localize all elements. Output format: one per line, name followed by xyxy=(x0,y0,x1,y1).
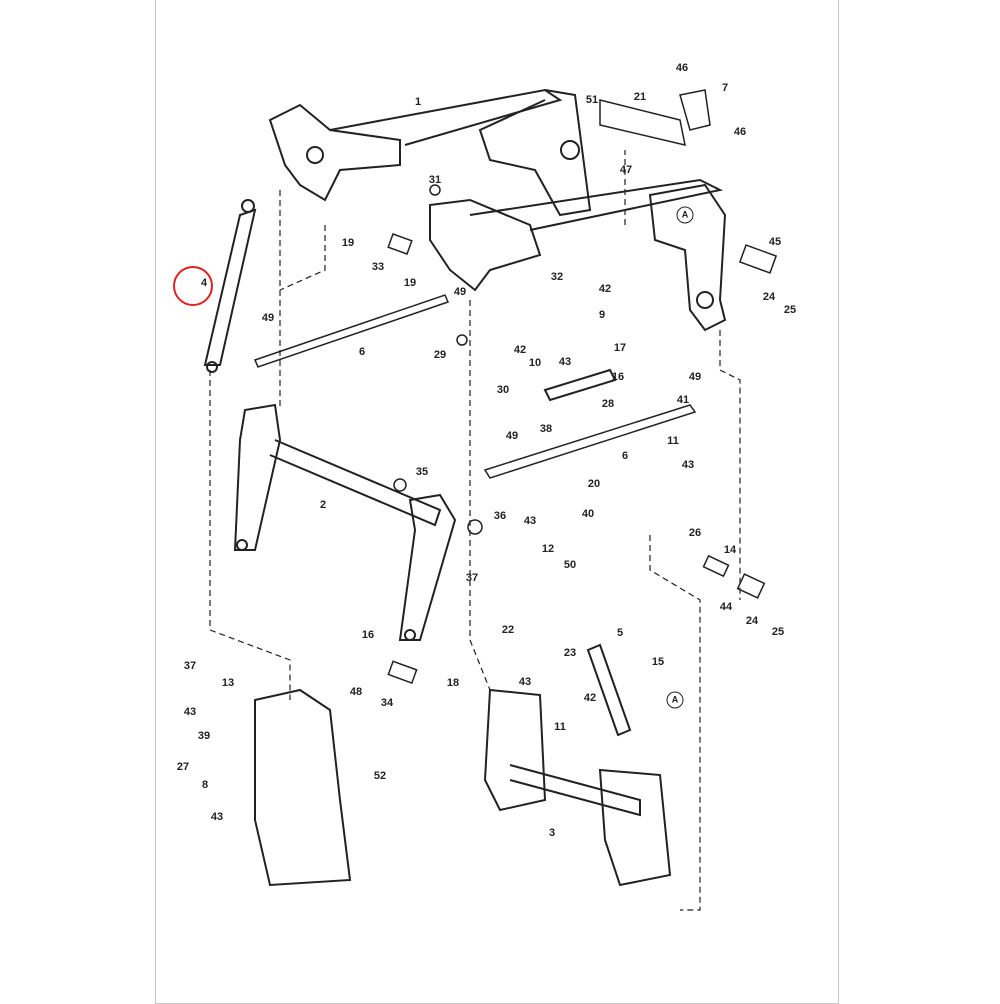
callout-part-41: 41 xyxy=(676,394,690,406)
dashed-assembly-lines xyxy=(209,150,741,911)
callout-part-13: 13 xyxy=(221,677,235,689)
callout-part-4: 4 xyxy=(200,277,208,289)
callout-part-32: 32 xyxy=(550,271,564,283)
callout-part-38: 38 xyxy=(539,423,553,435)
callout-part-43: 43 xyxy=(183,706,197,718)
reference-marker-A: A xyxy=(666,691,684,709)
callout-part-27: 27 xyxy=(176,761,190,773)
callout-part-46: 46 xyxy=(733,126,747,138)
callout-part-37: 37 xyxy=(183,660,197,672)
callout-part-34: 34 xyxy=(380,697,394,709)
callout-part-35: 35 xyxy=(415,466,429,478)
upper-lift-arm-frame xyxy=(268,88,727,332)
callout-part-16: 16 xyxy=(361,629,375,641)
callout-part-11: 11 xyxy=(554,721,566,733)
callout-part-20: 20 xyxy=(587,478,601,490)
callout-part-16: 16 xyxy=(611,371,625,383)
callout-part-5: 5 xyxy=(616,627,624,639)
callout-part-42: 42 xyxy=(598,283,612,295)
callout-part-29: 29 xyxy=(433,349,447,361)
reference-marker-A: A xyxy=(676,206,694,224)
callout-part-43: 43 xyxy=(681,459,695,471)
callout-part-10: 10 xyxy=(528,357,542,369)
callout-part-17: 17 xyxy=(613,342,627,354)
callout-part-6: 6 xyxy=(621,450,629,462)
callout-part-49: 49 xyxy=(261,312,275,324)
lift-cylinder xyxy=(203,199,257,373)
callout-part-48: 48 xyxy=(349,686,363,698)
callout-part-28: 28 xyxy=(601,398,615,410)
callout-part-49: 49 xyxy=(453,286,467,298)
highlight-circle-part-4 xyxy=(173,266,213,306)
callout-part-19: 19 xyxy=(403,277,417,289)
callout-part-3: 3 xyxy=(548,827,556,839)
callout-part-15: 15 xyxy=(651,656,665,668)
callout-part-36: 36 xyxy=(493,510,507,522)
callout-part-45: 45 xyxy=(768,236,782,248)
callout-part-21: 21 xyxy=(633,91,647,103)
lower-cross-frame xyxy=(233,403,457,641)
callout-part-43: 43 xyxy=(518,676,532,688)
torque-tube-rods xyxy=(253,294,697,479)
callout-part-11: 11 xyxy=(667,435,679,447)
callout-part-26: 26 xyxy=(688,527,702,539)
callout-part-18: 18 xyxy=(446,677,460,689)
callout-part-44: 44 xyxy=(719,601,733,613)
callout-part-23: 23 xyxy=(563,647,577,659)
callout-part-43: 43 xyxy=(523,515,537,527)
callout-part-42: 42 xyxy=(583,692,597,704)
callout-part-49: 49 xyxy=(688,371,702,383)
callout-part-1: 1 xyxy=(414,96,422,108)
callout-part-51: 51 xyxy=(585,94,599,106)
callout-part-46: 46 xyxy=(675,62,689,74)
callout-part-47: 47 xyxy=(619,164,633,176)
callout-part-8: 8 xyxy=(201,779,209,791)
callout-part-9: 9 xyxy=(598,309,606,321)
callout-part-33: 33 xyxy=(371,261,385,273)
callout-part-19: 19 xyxy=(341,237,355,249)
callout-part-12: 12 xyxy=(541,543,555,555)
callout-part-25: 25 xyxy=(771,626,785,638)
parts-diagram-sheet xyxy=(155,0,839,1004)
callout-part-30: 30 xyxy=(496,384,510,396)
callout-part-39: 39 xyxy=(197,730,211,742)
callout-part-24: 24 xyxy=(762,291,776,303)
callout-part-43: 43 xyxy=(210,811,224,823)
callout-part-31: 31 xyxy=(428,174,442,186)
callout-part-22: 22 xyxy=(501,624,515,636)
callout-part-6: 6 xyxy=(358,346,366,358)
callout-part-25: 25 xyxy=(783,304,797,316)
callout-part-50: 50 xyxy=(563,559,577,571)
callout-part-42: 42 xyxy=(513,344,527,356)
callout-part-52: 52 xyxy=(373,770,387,782)
callout-part-14: 14 xyxy=(723,544,737,556)
callout-part-37: 37 xyxy=(465,572,479,584)
mainframe-tower xyxy=(254,688,352,887)
small-hardware xyxy=(387,89,778,684)
callout-part-40: 40 xyxy=(581,508,595,520)
callout-part-2: 2 xyxy=(319,499,327,511)
callout-part-49: 49 xyxy=(505,430,519,442)
callout-part-43: 43 xyxy=(558,356,572,368)
callout-part-7: 7 xyxy=(721,82,729,94)
callout-part-24: 24 xyxy=(745,615,759,627)
quick-attach-plate xyxy=(483,643,672,887)
